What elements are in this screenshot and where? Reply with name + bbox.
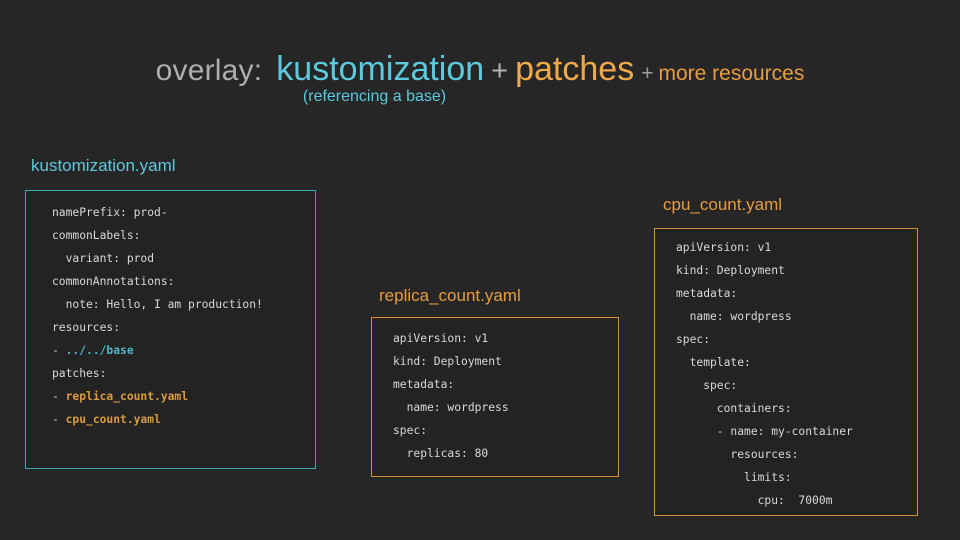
code-token: kind: Deployment	[393, 355, 502, 368]
code-line: replicas: 80	[393, 442, 509, 465]
code-token: ../../base	[65, 344, 134, 357]
code-line: commonAnnotations:	[52, 270, 263, 293]
code-line: limits:	[676, 466, 853, 489]
code-token: replicas: 80	[393, 447, 489, 460]
code-line: metadata:	[393, 373, 509, 396]
code-token: spec:	[393, 424, 428, 437]
code-token: template:	[676, 356, 751, 369]
card-label-kustomization: kustomization.yaml	[31, 156, 176, 175]
code-line: kind: Deployment	[676, 259, 853, 282]
code-line: spec:	[676, 374, 853, 397]
code-token: name: wordpress	[676, 310, 792, 323]
code-line: patches:	[52, 362, 263, 385]
code-token: metadata:	[393, 378, 455, 391]
heading-term-patches: patches	[515, 50, 635, 88]
code-line: spec:	[676, 328, 853, 351]
code-token: spec:	[676, 333, 711, 346]
code-token: kind: Deployment	[676, 264, 785, 277]
code-line: apiVersion: v1	[676, 236, 853, 259]
code-token: note: Hello, I am production!	[52, 298, 263, 311]
heading-plus-1: +	[491, 55, 509, 87]
code-line: commonLabels:	[52, 224, 263, 247]
code-token: commonLabels:	[52, 229, 141, 242]
code-token: namePrefix: prod-	[52, 206, 168, 219]
code-line: name: wordpress	[393, 396, 509, 419]
code-token: spec:	[676, 379, 738, 392]
code-token: patches:	[52, 367, 107, 380]
heading-tail: more resources	[658, 62, 805, 85]
code-line: variant: prod	[52, 247, 263, 270]
code-token: -	[52, 413, 66, 426]
heading-plus-2: +	[641, 62, 654, 85]
code-token: limits:	[676, 471, 792, 484]
code-block-kustomization: namePrefix: prod-commonLabels: variant: …	[52, 201, 263, 431]
code-line: template:	[676, 351, 853, 374]
code-line: metadata:	[676, 282, 853, 305]
code-token: name: wordpress	[393, 401, 509, 414]
code-token: resources:	[676, 448, 799, 461]
code-line: cpu: 7000m	[676, 489, 853, 512]
code-line: - name: my-container	[676, 420, 853, 443]
code-line: name: wordpress	[676, 305, 853, 328]
code-line: - cpu_count.yaml	[52, 408, 263, 431]
code-token: resources:	[52, 321, 121, 334]
code-token: apiVersion: v1	[676, 241, 772, 254]
code-line: spec:	[393, 419, 509, 442]
code-line: apiVersion: v1	[393, 327, 509, 350]
card-label-cpu-count: cpu_count.yaml	[663, 195, 783, 214]
heading-term-kustomization: kustomization	[276, 50, 485, 88]
code-token: commonAnnotations:	[52, 275, 175, 288]
code-token: - name: my-container	[676, 425, 853, 438]
code-token: -	[52, 344, 66, 357]
code-line: containers:	[676, 397, 853, 420]
code-line: resources:	[52, 316, 263, 339]
code-line: - replica_count.yaml	[52, 385, 263, 408]
code-line: kind: Deployment	[393, 350, 509, 373]
code-line: resources:	[676, 443, 853, 466]
heading-prefix: overlay:	[155, 54, 263, 87]
heading-subtitle: (referencing a base)	[302, 88, 447, 105]
slide-heading: overlay:kustomization+patches+more resou…	[0, 50, 960, 89]
code-token: apiVersion: v1	[393, 332, 489, 345]
code-token: replica_count.yaml	[65, 390, 189, 403]
code-token: -	[52, 390, 66, 403]
code-line: note: Hello, I am production!	[52, 293, 263, 316]
code-token: cpu: 7000m	[676, 494, 833, 507]
card-label-replica-count: replica_count.yaml	[379, 286, 521, 305]
code-line: namePrefix: prod-	[52, 201, 263, 224]
code-card-kustomization: namePrefix: prod-commonLabels: variant: …	[25, 190, 316, 469]
code-line: - ../../base	[52, 339, 263, 362]
code-token: containers:	[676, 402, 792, 415]
code-token: variant: prod	[52, 252, 155, 265]
code-token: metadata:	[676, 287, 738, 300]
code-token: cpu_count.yaml	[65, 413, 161, 426]
